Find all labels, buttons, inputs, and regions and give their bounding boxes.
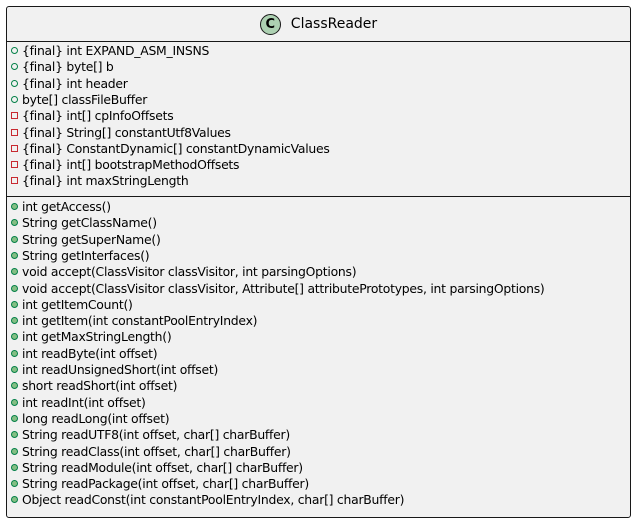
class-icon: C <box>259 13 281 35</box>
public-method-icon <box>11 349 18 357</box>
public-visibility-icon <box>11 79 18 87</box>
method-text: int getItemCount() <box>22 296 133 312</box>
private-visibility-icon <box>11 177 18 185</box>
method-text: String readClass(int offset, char[] char… <box>22 443 291 459</box>
public-method-icon <box>11 284 18 292</box>
method-text: String getInterfaces() <box>22 247 150 263</box>
field-text: {final} ConstantDynamic[] constantDynami… <box>22 140 330 156</box>
method-text: void accept(ClassVisitor classVisitor, i… <box>22 264 357 280</box>
field-text: {final} int[] bootstrapMethodOffsets <box>22 157 240 173</box>
method-text: short readShort(int offset) <box>22 378 178 394</box>
public-method-icon <box>11 431 18 439</box>
field-text: {final} int maxStringLength <box>22 173 189 189</box>
field-text: {final} String[] constantUtf8Values <box>22 124 231 140</box>
public-method-icon <box>11 317 18 325</box>
public-method-icon <box>11 382 18 390</box>
public-method-icon <box>11 447 18 455</box>
public-method-icon <box>11 366 18 373</box>
method-text: String readPackage(int offset, char[] ch… <box>22 476 309 492</box>
header-divider <box>7 41 630 42</box>
public-method-icon <box>11 480 18 488</box>
method-text: int getAccess() <box>22 199 111 214</box>
class-icon-letter: C <box>265 16 276 32</box>
class-box: C ClassReader {final} int EXPAND_ASM_INS… <box>6 6 631 518</box>
public-method-icon <box>11 268 18 276</box>
public-method-icon <box>11 463 18 471</box>
field-text: byte[] classFileBuffer <box>22 91 148 107</box>
method-text: void accept(ClassVisitor classVisitor, A… <box>22 280 545 296</box>
public-method-icon <box>11 398 18 406</box>
public-method-icon <box>11 219 18 227</box>
public-visibility-icon <box>11 47 18 54</box>
public-method-icon <box>11 414 18 422</box>
field-text: {final} int header <box>22 75 128 91</box>
public-method-icon <box>11 300 18 308</box>
public-visibility-icon <box>11 63 18 71</box>
method-text: int readInt(int offset) <box>22 394 146 410</box>
class-name: ClassReader <box>290 16 378 32</box>
method-text: String readModule(int offset, char[] cha… <box>22 459 303 475</box>
method-text: long readLong(int offset) <box>22 410 170 426</box>
private-visibility-icon <box>11 161 18 169</box>
field-text: {final} byte[] b <box>22 59 114 75</box>
field-text: {final} int EXPAND_ASM_INSNS <box>22 43 210 58</box>
private-visibility-icon <box>11 128 18 136</box>
public-method-icon <box>11 251 18 259</box>
method-text: int getItem(int constantPoolEntryIndex) <box>22 313 258 329</box>
method-text: int getMaxStringLength() <box>22 329 172 345</box>
method-text: String getClassName() <box>22 215 157 231</box>
field-text: {final} int[] cpInfoOffsets <box>22 108 174 124</box>
class-header: C ClassReader <box>7 7 630 41</box>
private-visibility-icon <box>11 112 18 120</box>
public-method-icon <box>11 235 18 243</box>
public-visibility-icon <box>11 95 18 103</box>
method-text: String readUTF8(int offset, char[] charB… <box>22 427 290 443</box>
public-method-icon <box>11 203 18 210</box>
method-text: String getSuperName() <box>22 231 161 247</box>
method-text: int readUnsignedShort(int offset) <box>22 362 219 377</box>
public-method-icon <box>11 496 18 504</box>
fields-divider <box>7 196 630 197</box>
method-text: Object readConst(int constantPoolEntryIn… <box>22 492 405 508</box>
method-text: int readByte(int offset) <box>22 345 158 361</box>
private-visibility-icon <box>11 144 18 152</box>
public-method-icon <box>11 333 18 341</box>
